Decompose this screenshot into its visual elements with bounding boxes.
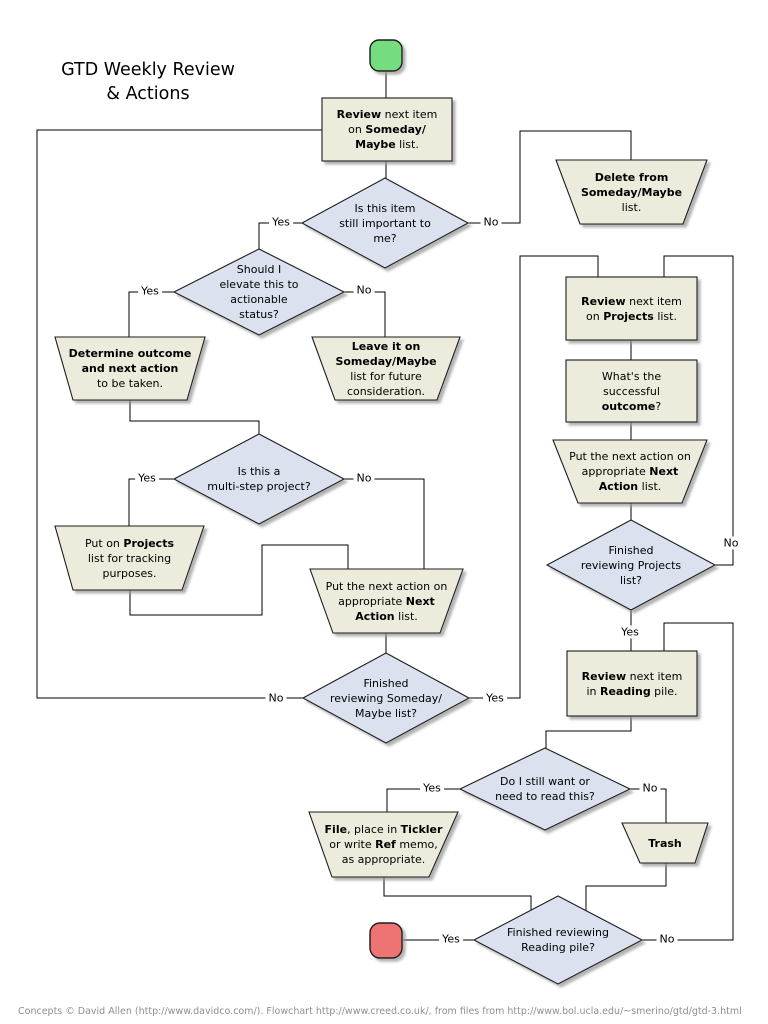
label-finished-reading-yes: Yes bbox=[439, 932, 463, 946]
review-reading-box-shape bbox=[566, 650, 698, 717]
label-important-yes: Yes bbox=[269, 215, 293, 229]
label-stillwant-yes: Yes bbox=[420, 781, 444, 795]
label-finished-someday-yes: Yes bbox=[483, 691, 507, 705]
label-finished-someday-no: No bbox=[265, 691, 287, 705]
node-trash: Trash bbox=[648, 836, 682, 850]
start-terminal-shape bbox=[369, 39, 403, 72]
edge-elevate-no bbox=[344, 291, 386, 337]
successful-outcome-box-shape bbox=[565, 359, 698, 423]
label-multistep-no: No bbox=[353, 471, 375, 485]
edge-trash-to-finished-reading bbox=[585, 863, 667, 911]
footer-credits: Concepts © David Allen (http://www.david… bbox=[18, 1006, 742, 1017]
label-stillwant-no: No bbox=[639, 781, 661, 795]
edge-important-no bbox=[468, 130, 632, 224]
next-action-right-trapezoid-shape bbox=[552, 439, 708, 504]
edge-finished-projects-no-loop bbox=[663, 255, 734, 566]
multi-step-diamond-shape bbox=[172, 433, 346, 525]
finished-reading-diamond-shape bbox=[472, 895, 644, 985]
edge-file-to-finished-reading bbox=[383, 877, 532, 910]
review-projects-box-shape bbox=[565, 276, 698, 341]
edge-elevate-yes bbox=[128, 291, 174, 337]
edge-multistep-yes bbox=[128, 478, 174, 526]
elevate-diamond-shape bbox=[172, 248, 346, 336]
edge-finished-reading-no-loop bbox=[642, 622, 734, 941]
node-shapes bbox=[54, 39, 717, 985]
review-someday-box-shape bbox=[321, 97, 453, 162]
edge-projects-trap-to-nextaction bbox=[129, 544, 349, 616]
page-title: GTD Weekly Review & Actions bbox=[61, 60, 235, 104]
edge-determine-to-multistep bbox=[129, 400, 260, 434]
label-important-no: No bbox=[480, 215, 502, 229]
label-finished-projects-no: No bbox=[720, 536, 742, 550]
still-want-diamond-shape bbox=[458, 747, 632, 831]
trash-trapezoid-shape bbox=[621, 822, 709, 864]
finished-projects-diamond-shape bbox=[545, 519, 717, 611]
label-elevate-no: No bbox=[353, 283, 375, 297]
end-terminal-shape bbox=[369, 922, 403, 959]
finished-someday-diamond-shape bbox=[301, 652, 471, 744]
label-elevate-yes: Yes bbox=[138, 284, 162, 298]
edge-reading-to-stillwant bbox=[545, 716, 632, 748]
file-tickler-trapezoid-shape bbox=[308, 811, 459, 878]
leave-on-trapezoid-shape bbox=[311, 336, 461, 401]
put-on-projects-trapezoid-shape bbox=[54, 525, 205, 591]
edge-multistep-no bbox=[344, 478, 425, 569]
edge-finished-someday-no-loop bbox=[36, 129, 322, 699]
label-finished-reading-no: No bbox=[656, 932, 678, 946]
still-important-diamond-shape bbox=[300, 177, 470, 269]
next-action-left-trapezoid-shape bbox=[309, 568, 464, 634]
label-finished-projects-yes: Yes bbox=[618, 625, 642, 639]
delete-from-trapezoid-shape bbox=[555, 159, 708, 225]
label-multistep-yes: Yes bbox=[135, 471, 159, 485]
determine-outcome-trapezoid-shape bbox=[54, 336, 206, 401]
